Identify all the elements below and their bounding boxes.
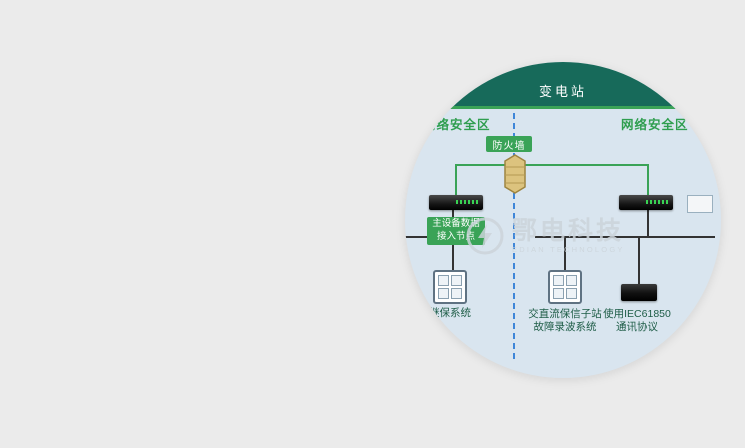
- network-switch-left-icon: [429, 195, 483, 210]
- bus-drop-middle: [564, 236, 566, 272]
- network-switch-right-icon: [619, 195, 673, 210]
- watermark-en-text: EDIAN TECHNOLOGY: [512, 245, 625, 254]
- device-label-right-line2: 通讯协议: [616, 321, 658, 333]
- switch-downlink-right: [647, 210, 649, 237]
- substation-title: 变电站: [538, 84, 587, 99]
- watermark-cn-text: 鄂电科技: [512, 217, 625, 245]
- device-label-left: 继保系统: [429, 307, 471, 319]
- substation-header: 变电站: [405, 62, 721, 109]
- zone-label-left: 网络安全区: [423, 118, 491, 132]
- switch-uplink-right: [647, 164, 649, 197]
- device-label-right: 使用IEC61850 通讯协议: [597, 308, 677, 334]
- device-label-middle-line1: 交直流保信子站: [528, 308, 602, 320]
- device-label-right-line1: 使用IEC61850: [603, 308, 671, 320]
- switch-uplink-left: [455, 164, 457, 197]
- zone-label-right: 网络安全区: [621, 118, 689, 132]
- network-backbone-line: [455, 164, 649, 166]
- security-zone-divider-line: [513, 103, 515, 359]
- magnifier-circle: 变电站 网络安全区 网络安全区 防火墙 主设备数据 接入节点 继保系统 交直流保…: [405, 62, 721, 378]
- relay-device-left-icon: [433, 270, 467, 304]
- relay-device-middle-icon: [548, 270, 582, 304]
- access-node-line2: 接入节点: [436, 231, 475, 242]
- side-label-box: [687, 195, 713, 213]
- bus-line-right: [535, 236, 715, 238]
- bus-drop-gateway: [638, 236, 640, 284]
- firewall-label: 防火墙: [486, 136, 532, 152]
- access-node-label: 主设备数据 接入节点: [427, 217, 485, 245]
- firewall-icon: [503, 154, 527, 194]
- access-node-line1: 主设备数据: [432, 218, 480, 229]
- device-label-middle-line2: 故障录波系统: [533, 321, 597, 333]
- gateway-device-icon: [621, 284, 657, 301]
- device-label-middle: 交直流保信子站 故障录波系统: [520, 308, 610, 334]
